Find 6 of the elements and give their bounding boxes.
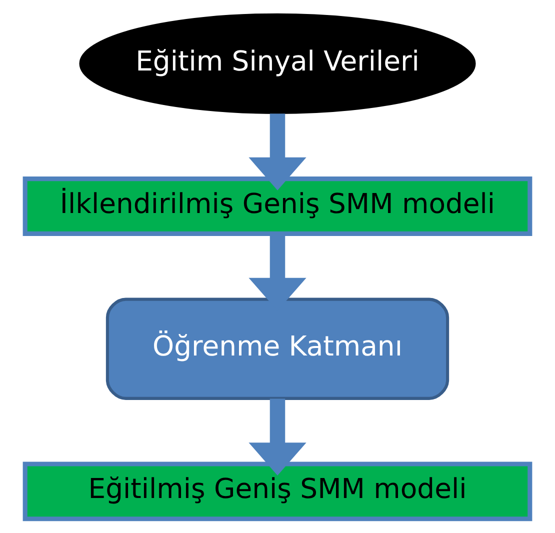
arrow [248, 114, 306, 190]
node-box: Eğitilmiş Geniş SMM modeli [22, 462, 532, 522]
node-box: İlklendirilmiş Geniş SMM modeli [22, 176, 532, 236]
node-ellipse: Eğitim Sinyal Verileri [79, 13, 476, 114]
arrow [248, 398, 306, 476]
node-box: Öğrenme Katmanı [106, 298, 450, 400]
